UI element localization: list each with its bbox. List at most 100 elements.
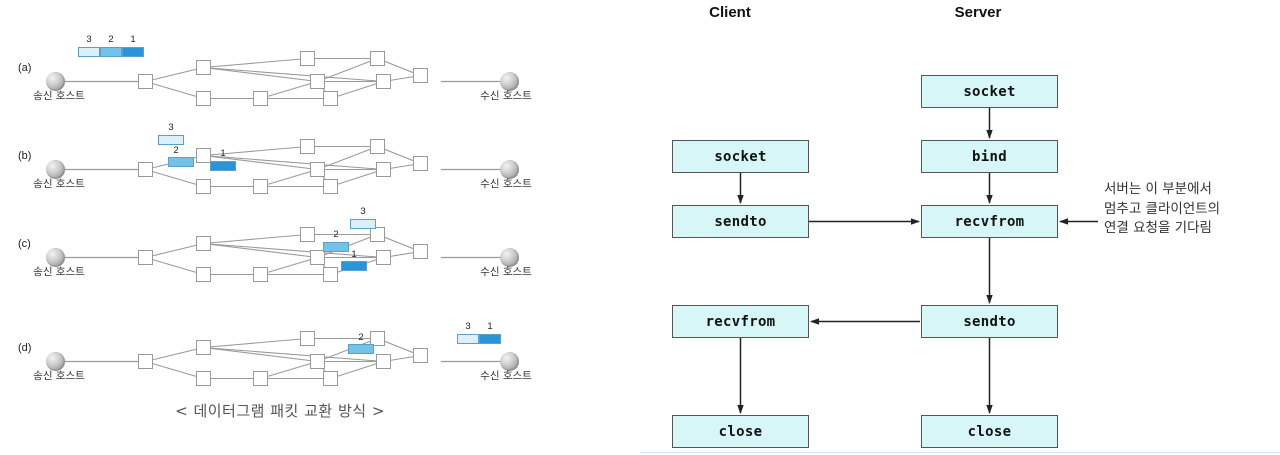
router-node [310, 162, 325, 177]
router-node [413, 68, 428, 83]
router-node [376, 250, 391, 265]
receiver-host-label: 수신 호스트 [480, 90, 532, 102]
packet-1 [122, 47, 144, 57]
router-node [413, 244, 428, 259]
router-node [370, 51, 385, 66]
network-panel-c: (c) 송신 호스트 수신 호스트 [0, 196, 560, 286]
packet-2 [348, 344, 374, 354]
sender-host-label: 송신 호스트 [33, 90, 85, 102]
router-node [138, 162, 153, 177]
router-node [253, 179, 268, 194]
router-node [196, 179, 211, 194]
server-step-sendto[interactable]: sendto [921, 305, 1058, 338]
packet-number-3: 3 [86, 34, 92, 45]
router-node [196, 148, 211, 163]
server-step-close[interactable]: close [921, 415, 1058, 448]
client-step-recvfrom[interactable]: recvfrom [672, 305, 809, 338]
router-node [370, 331, 385, 346]
receiver-host-node [500, 160, 519, 179]
client-step-socket[interactable]: socket [672, 140, 809, 173]
router-node [196, 340, 211, 355]
router-node [300, 51, 315, 66]
router-node [310, 74, 325, 89]
router-node [138, 74, 153, 89]
packet-number-1: 1 [130, 34, 136, 45]
packet-2 [168, 157, 194, 167]
sender-host-label: 송신 호스트 [33, 266, 85, 278]
packet-3 [78, 47, 100, 57]
router-node [196, 60, 211, 75]
router-node [196, 91, 211, 106]
packet-3 [350, 219, 376, 229]
router-node [413, 348, 428, 363]
network-panel-d: (d) 송신 호스트 수신 호스트 [0, 300, 560, 390]
packet-1 [210, 161, 236, 171]
router-node [196, 236, 211, 251]
router-node [323, 371, 338, 386]
router-node [196, 371, 211, 386]
router-node [196, 267, 211, 282]
router-node [323, 267, 338, 282]
router-node [253, 267, 268, 282]
receiver-host-node [500, 352, 519, 371]
server-step-bind[interactable]: bind [921, 140, 1058, 173]
packet-number-3: 3 [360, 206, 366, 217]
receiver-host-label: 수신 호스트 [480, 178, 532, 190]
router-node [310, 250, 325, 265]
sender-host-node [46, 72, 65, 91]
receiver-host-label: 수신 호스트 [480, 266, 532, 278]
sender-host-node [46, 352, 65, 371]
packet-3 [457, 334, 479, 344]
sender-host-label: 송신 호스트 [33, 178, 85, 190]
router-node [370, 139, 385, 154]
client-step-close[interactable]: close [672, 415, 809, 448]
sender-host-label: 송신 호스트 [33, 370, 85, 382]
server-step-recvfrom[interactable]: recvfrom [921, 205, 1058, 238]
router-node [376, 74, 391, 89]
router-node [138, 250, 153, 265]
receiver-host-node [500, 72, 519, 91]
panel-label: (c) [18, 238, 31, 250]
router-node [376, 354, 391, 369]
column-title-server: Server [954, 4, 1002, 21]
receiver-host-label: 수신 호스트 [480, 370, 532, 382]
annotation-line-3: 연결 요청을 기다림 [1104, 220, 1212, 237]
router-node [310, 354, 325, 369]
packet-number-2: 2 [108, 34, 114, 45]
panel-label: (d) [18, 342, 32, 354]
packet-number-1: 1 [351, 249, 357, 260]
router-node [300, 139, 315, 154]
packet-number-2: 2 [173, 145, 179, 156]
client-step-sendto[interactable]: sendto [672, 205, 809, 238]
annotation-line-2: 멈추고 클라이언트의 [1104, 200, 1221, 217]
packet-number-2: 2 [333, 229, 339, 240]
router-node [138, 354, 153, 369]
router-node [413, 156, 428, 171]
packet-number-3: 3 [168, 122, 174, 133]
packet-3 [158, 135, 184, 145]
packet-number-3: 3 [465, 321, 471, 332]
packet-number-2: 2 [358, 332, 364, 343]
router-node [323, 91, 338, 106]
bottom-divider [640, 452, 1280, 453]
router-node [253, 91, 268, 106]
router-node [300, 331, 315, 346]
router-node [376, 162, 391, 177]
receiver-host-node [500, 248, 519, 267]
column-title-client: Client [709, 4, 751, 21]
router-node [253, 371, 268, 386]
packet-number-1: 1 [487, 321, 493, 332]
figure-caption: < 데이터그램 패킷 교환 방식 > [175, 402, 385, 420]
server-step-socket[interactable]: socket [921, 75, 1058, 108]
packet-2 [323, 242, 349, 252]
packet-2 [100, 47, 122, 57]
sender-host-node [46, 248, 65, 267]
router-node [323, 179, 338, 194]
packet-1 [341, 261, 367, 271]
annotation-line-1: 서버는 이 부분에서 [1104, 181, 1212, 197]
